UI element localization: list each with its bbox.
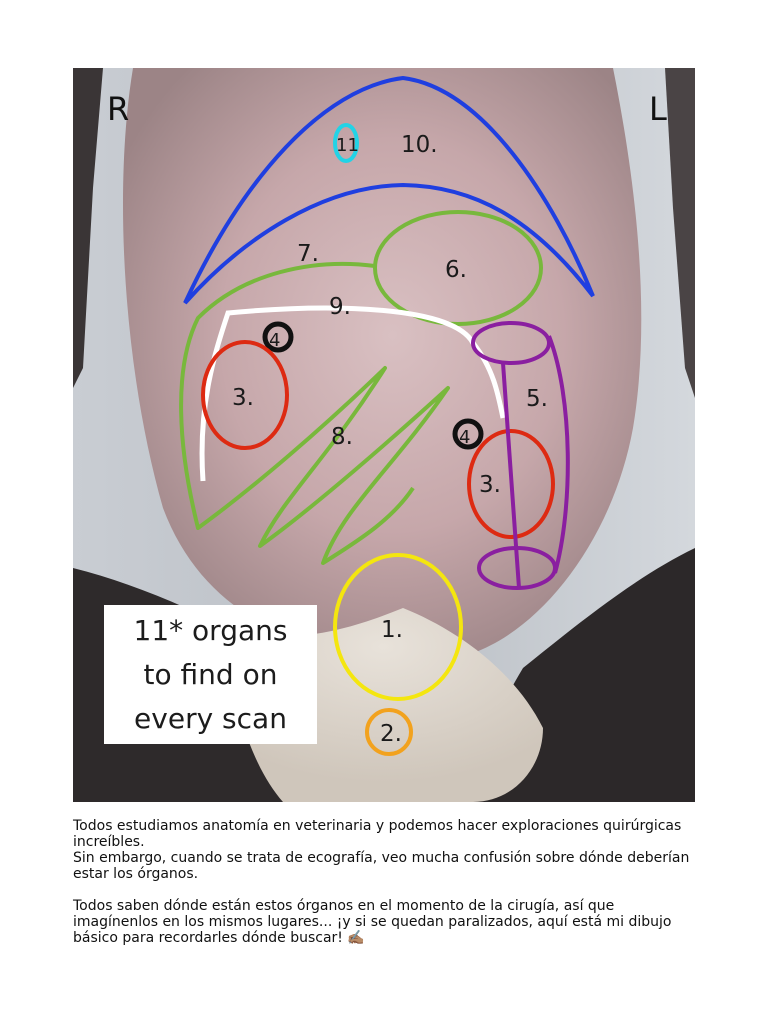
caption: Todos estudiamos anatomía en veterinaria… [73, 818, 703, 946]
organ-4b-outline [452, 418, 484, 450]
organ-2-label: 2. [380, 721, 402, 747]
organ-4b-label: 4 [459, 427, 470, 448]
left-side-label: L [649, 90, 667, 128]
organ-5-label: 5. [526, 386, 548, 412]
right-side-label: R [107, 90, 129, 128]
organ-5-top-outline [471, 321, 551, 365]
callout-text: 11* organs to find on every scan [133, 613, 288, 735]
organ-10-outline [183, 75, 595, 305]
organ-3b-outline [467, 429, 555, 539]
dark-fur-left [73, 68, 103, 388]
organ-diagram: R L 10. 11 6. 7. 8. 9. 4 4 3. 3. 5. [73, 68, 695, 802]
organ-1-label: 1. [381, 617, 403, 643]
organ-8-label: 8. [331, 424, 353, 450]
shaved-skin [123, 68, 642, 663]
caption-line-3: Todos saben dónde están estos órganos en… [73, 898, 672, 946]
organ-9-outline [199, 305, 506, 482]
caption-spacer [73, 882, 703, 898]
organ-10-label: 10. [401, 132, 438, 158]
organ-3a-label: 3. [232, 385, 254, 411]
organ-11-label: 11 [336, 135, 359, 156]
organ-3a-outline [201, 340, 289, 450]
organ-2-outline [365, 708, 413, 756]
callout-box: 11* organs to find on every scan [104, 605, 317, 744]
organ-7-label: 7. [297, 241, 319, 267]
organ-9-label: 9. [329, 294, 351, 320]
dark-fur-right [665, 68, 695, 398]
organ-4a-label: 4 [269, 330, 280, 351]
annotated-neck-photo: R L 10. 11 6. 7. 8. 9. 4 4 3. 3. 5. [73, 68, 695, 802]
caption-line-1: Todos estudiamos anatomía en veterinaria… [73, 818, 682, 850]
organ-6-label: 6. [445, 257, 467, 283]
organ-1-outline [333, 553, 463, 701]
organ-5-sides-outline [501, 335, 570, 589]
organ-6-outline [373, 210, 543, 326]
organ-4a-outline [262, 321, 294, 353]
caption-line-2: Sin embargo, cuando se trata de ecografí… [73, 850, 690, 882]
organ-11-outline [333, 123, 359, 163]
organ-7-8-outline [179, 262, 450, 565]
organ-3b-label: 3. [479, 472, 501, 498]
